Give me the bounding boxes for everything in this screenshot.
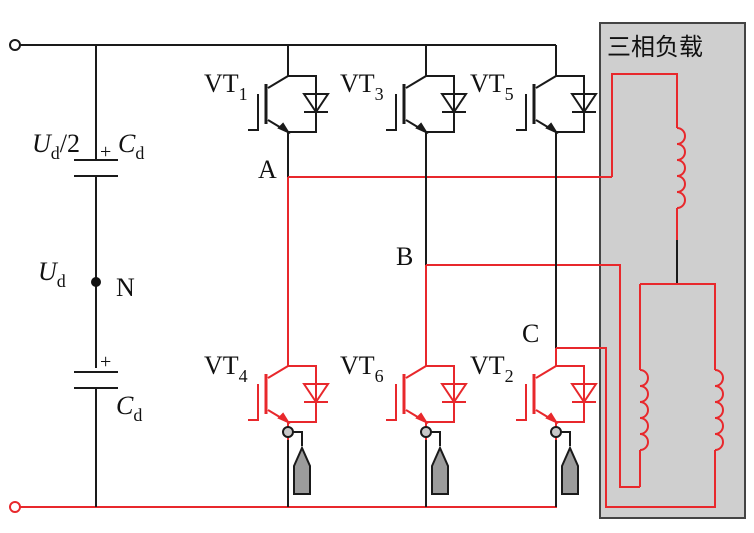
negative-terminal (9, 501, 21, 513)
lower-capacitor-name: Cd (116, 391, 142, 425)
lower-capacitor-labels: + Cd (100, 351, 142, 425)
winding-a (676, 127, 686, 209)
label-vt2: VT2 (470, 351, 514, 386)
leg-b-output-red (425, 264, 640, 488)
leg-a-output-red (287, 176, 612, 348)
node-a-label: A (258, 155, 277, 184)
upper-capacitor-plus: + (100, 141, 111, 163)
leg-b (384, 45, 640, 507)
dc-voltage-label: Ud (38, 257, 66, 291)
gate-driver-vt2 (550, 426, 579, 495)
winding-b (639, 369, 649, 451)
load-windings (611, 73, 724, 508)
label-vt6: VT6 (340, 351, 384, 386)
switch-vt1 (246, 56, 330, 152)
positive-terminal (9, 39, 21, 51)
load-title: 三相负载 (607, 33, 703, 61)
neutral-label: N (116, 273, 135, 302)
upper-voltage-label: Ud/2 (32, 129, 80, 163)
upper-capacitor-name: Cd (118, 129, 144, 163)
gate-driver-vt4 (282, 426, 311, 495)
switch-vt3 (384, 56, 468, 152)
label-vt1: VT1 (204, 69, 248, 104)
label-vt4: VT4 (204, 351, 248, 386)
neutral-point (91, 277, 101, 287)
node-b-label: B (396, 242, 413, 271)
label-vt5: VT5 (470, 69, 514, 104)
switch-labels: VT1 VT3 VT5 VT4 VT6 VT2 (204, 69, 514, 386)
upper-capacitor-labels: Ud/2 + Cd (32, 129, 144, 163)
node-c-label: C (522, 319, 539, 348)
leg-c (514, 45, 695, 508)
dc-bus (9, 39, 557, 513)
leg-c-output-red (556, 347, 695, 508)
capacitor-column (74, 45, 118, 507)
lower-capacitor-plus: + (100, 351, 111, 373)
label-vt3: VT3 (340, 69, 384, 104)
gate-driver-vt6 (420, 426, 449, 495)
svg-text:Ud: Ud (38, 257, 66, 291)
phase-a-lead (611, 73, 678, 177)
star-bus (640, 283, 716, 370)
switch-vt5 (514, 56, 598, 152)
winding-c (714, 369, 724, 451)
leg-a (246, 45, 612, 507)
three-phase-load: 三相负载 (599, 22, 746, 519)
